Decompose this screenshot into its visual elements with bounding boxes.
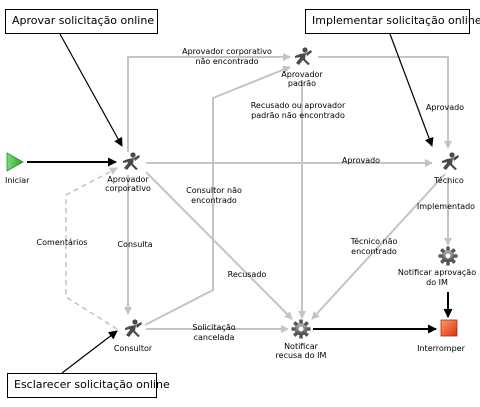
edge-label-request-cancelled-2: cancelada (194, 333, 235, 342)
edge-label-consult: Consulta (117, 240, 152, 249)
default-approver-label-1: Aprovador (281, 70, 323, 79)
consultant-node[interactable]: Consultor (114, 319, 153, 353)
edge-label-approved-top: Aprovado (426, 103, 464, 112)
stop-label: Interromper (417, 344, 465, 353)
edge-consultant-not-found (144, 65, 291, 326)
edge-corp-to-default (127, 53, 291, 152)
notify-rejection-node[interactable]: Notificar recusa do IM (276, 319, 327, 361)
edge-comments-dashed (65, 167, 118, 330)
corp-approver-label-1: Aprovador (107, 175, 149, 184)
edge-label-rejected: Recusado (228, 270, 267, 279)
notify-reject-label-1: Notificar (284, 342, 319, 351)
edge-labels: Aprovador corporativo não encontrado Rec… (37, 47, 476, 342)
notify-approve-label-1: Notificar aprovação (398, 268, 476, 277)
edge-label-corp-not-found-2: não encontrado (195, 57, 258, 66)
default-approver-label-2: padrão (288, 79, 316, 88)
connectors (124, 53, 452, 333)
edge-label-consultant-not-found-2: encontrado (191, 196, 237, 205)
edge-label-approved-mid: Aprovado (342, 156, 380, 165)
edge-default-to-technician (318, 56, 452, 149)
running-person-icon (125, 319, 142, 337)
edge-label-technician-not-found-2: encontrado (351, 247, 397, 256)
technician-label: Técnico (433, 175, 464, 185)
gear-icon (291, 319, 311, 339)
stop-square-icon (440, 319, 458, 337)
corporate-approver-node[interactable]: Aprovador corporativo (105, 152, 151, 193)
technician-node[interactable]: Técnico (433, 152, 464, 185)
callout-clarify-online: Esclarecer solicitação online (7, 373, 170, 398)
start-label: Iniciar (5, 176, 30, 185)
edge-label-rejected-or-default-2: padrão não encontrado (251, 111, 345, 120)
notify-reject-label-2: recusa do IM (276, 351, 327, 360)
running-person-icon (123, 152, 140, 170)
consultant-label: Consultor (114, 344, 153, 353)
callout-arrows (59, 33, 434, 374)
edge-label-corp-not-found-1: Aprovador corporativo (182, 47, 272, 56)
stop-node[interactable]: Interromper (417, 319, 466, 353)
edge-corp-rejected (145, 171, 293, 320)
callout-approve-online: Aprovar solicitação online (5, 9, 158, 34)
edge-label-comments: Comentários (37, 238, 88, 247)
running-person-icon (295, 47, 312, 65)
edge-label-request-cancelled-1: Solicitação (192, 323, 235, 332)
notify-approval-node[interactable]: Notificar aprovação do IM (398, 246, 476, 288)
start-node[interactable]: Iniciar (5, 152, 30, 185)
notify-approve-label-2: do IM (426, 278, 448, 287)
gear-icon (438, 246, 458, 266)
callout-implement-online: Implementar solicitação online (305, 9, 480, 34)
edge-technician-not-found (311, 173, 446, 320)
strong-connectors (27, 157, 453, 334)
play-triangle-icon (6, 152, 24, 172)
edge-label-implemented: Implementado (417, 202, 475, 211)
default-approver-node[interactable]: Aprovador padrão (281, 47, 323, 88)
corp-approver-label-2: corporativo (105, 184, 151, 193)
edge-label-rejected-or-default-1: Recusado ou aprovador (251, 101, 346, 110)
edge-label-technician-not-found-1: Técnico não (350, 236, 398, 246)
edge-label-consultant-not-found-1: Consultor não (186, 186, 242, 195)
running-person-icon (442, 152, 459, 170)
